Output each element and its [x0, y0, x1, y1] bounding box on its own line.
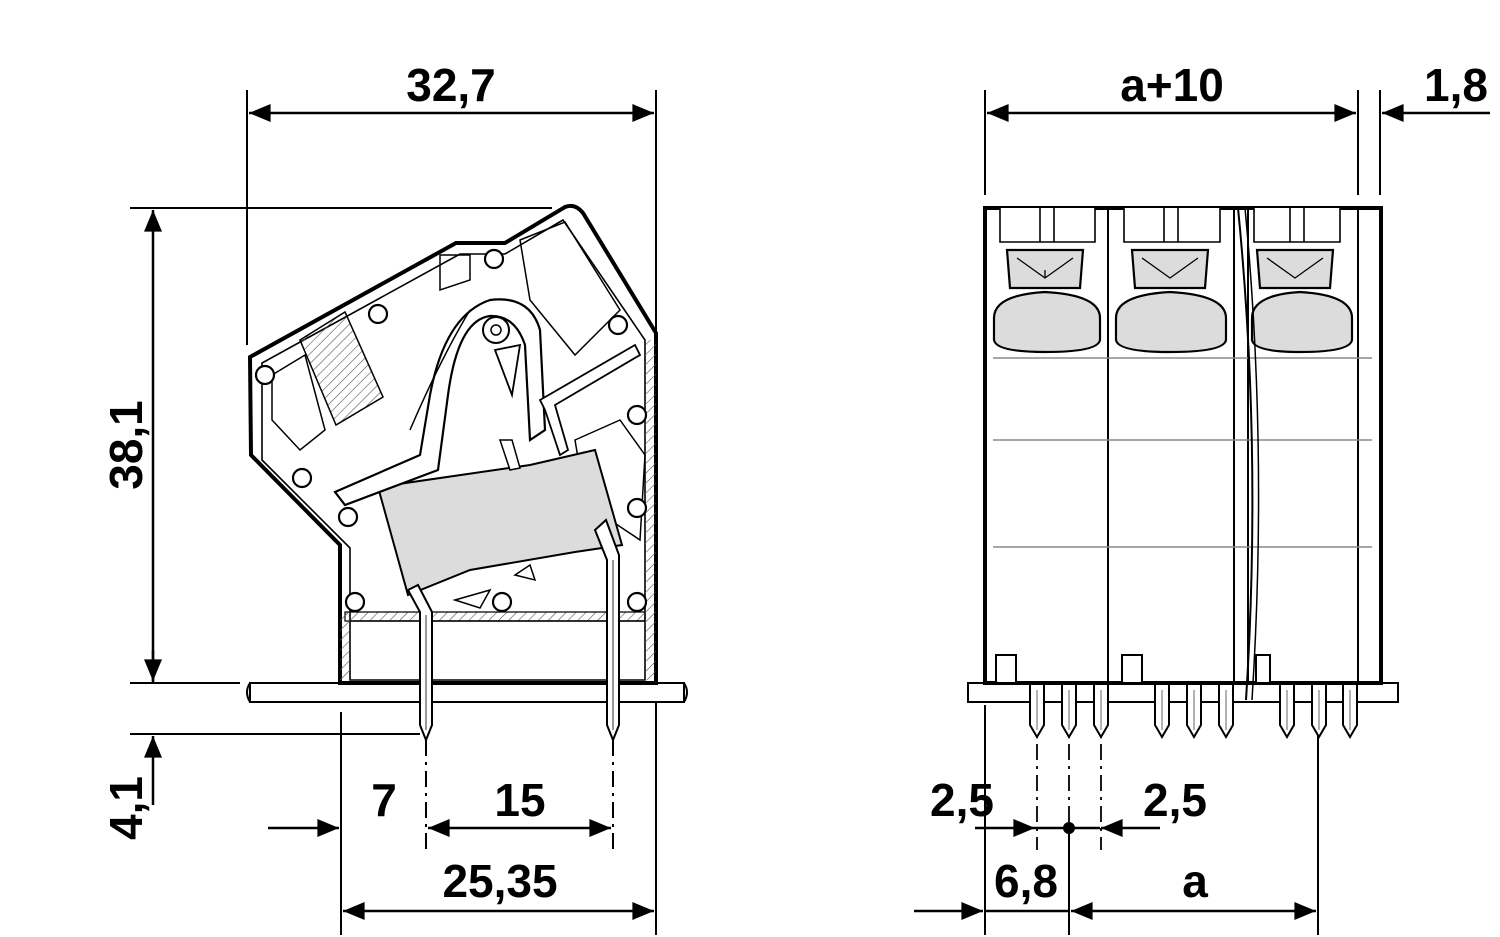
dim-pin-length: 4,1	[100, 776, 152, 840]
mounting-holes	[254, 248, 648, 613]
dim-footprint: 25,35	[442, 855, 557, 907]
dim-edge-right: 2,5	[1143, 774, 1207, 826]
push-buttons	[992, 248, 1354, 354]
solder-pin-left	[406, 583, 433, 743]
dim-pin-pitch: 15	[494, 774, 545, 826]
side-view: 32,7 38,1 4,1 7 15 25,35	[100, 59, 688, 935]
terminal-block-front	[983, 206, 1383, 701]
dim-edge-left: 2,5	[930, 774, 994, 826]
dim-span: a	[1182, 855, 1208, 907]
pcb-board	[246, 682, 688, 703]
dim-first-pin: 6,8	[994, 855, 1058, 907]
front-view: a+10 1,8 2,5 2,5 6,8 a	[914, 59, 1490, 935]
dim-overall-height: 38,1	[100, 400, 152, 490]
terminal-housing	[247, 203, 658, 685]
solder-pin-right	[593, 518, 620, 743]
dim-end-plate: 1,8	[1424, 59, 1488, 111]
dim-overall-width: 32,7	[406, 59, 496, 111]
dim-offset-7: 7	[371, 774, 397, 826]
dim-width-total: a+10	[1120, 59, 1224, 111]
